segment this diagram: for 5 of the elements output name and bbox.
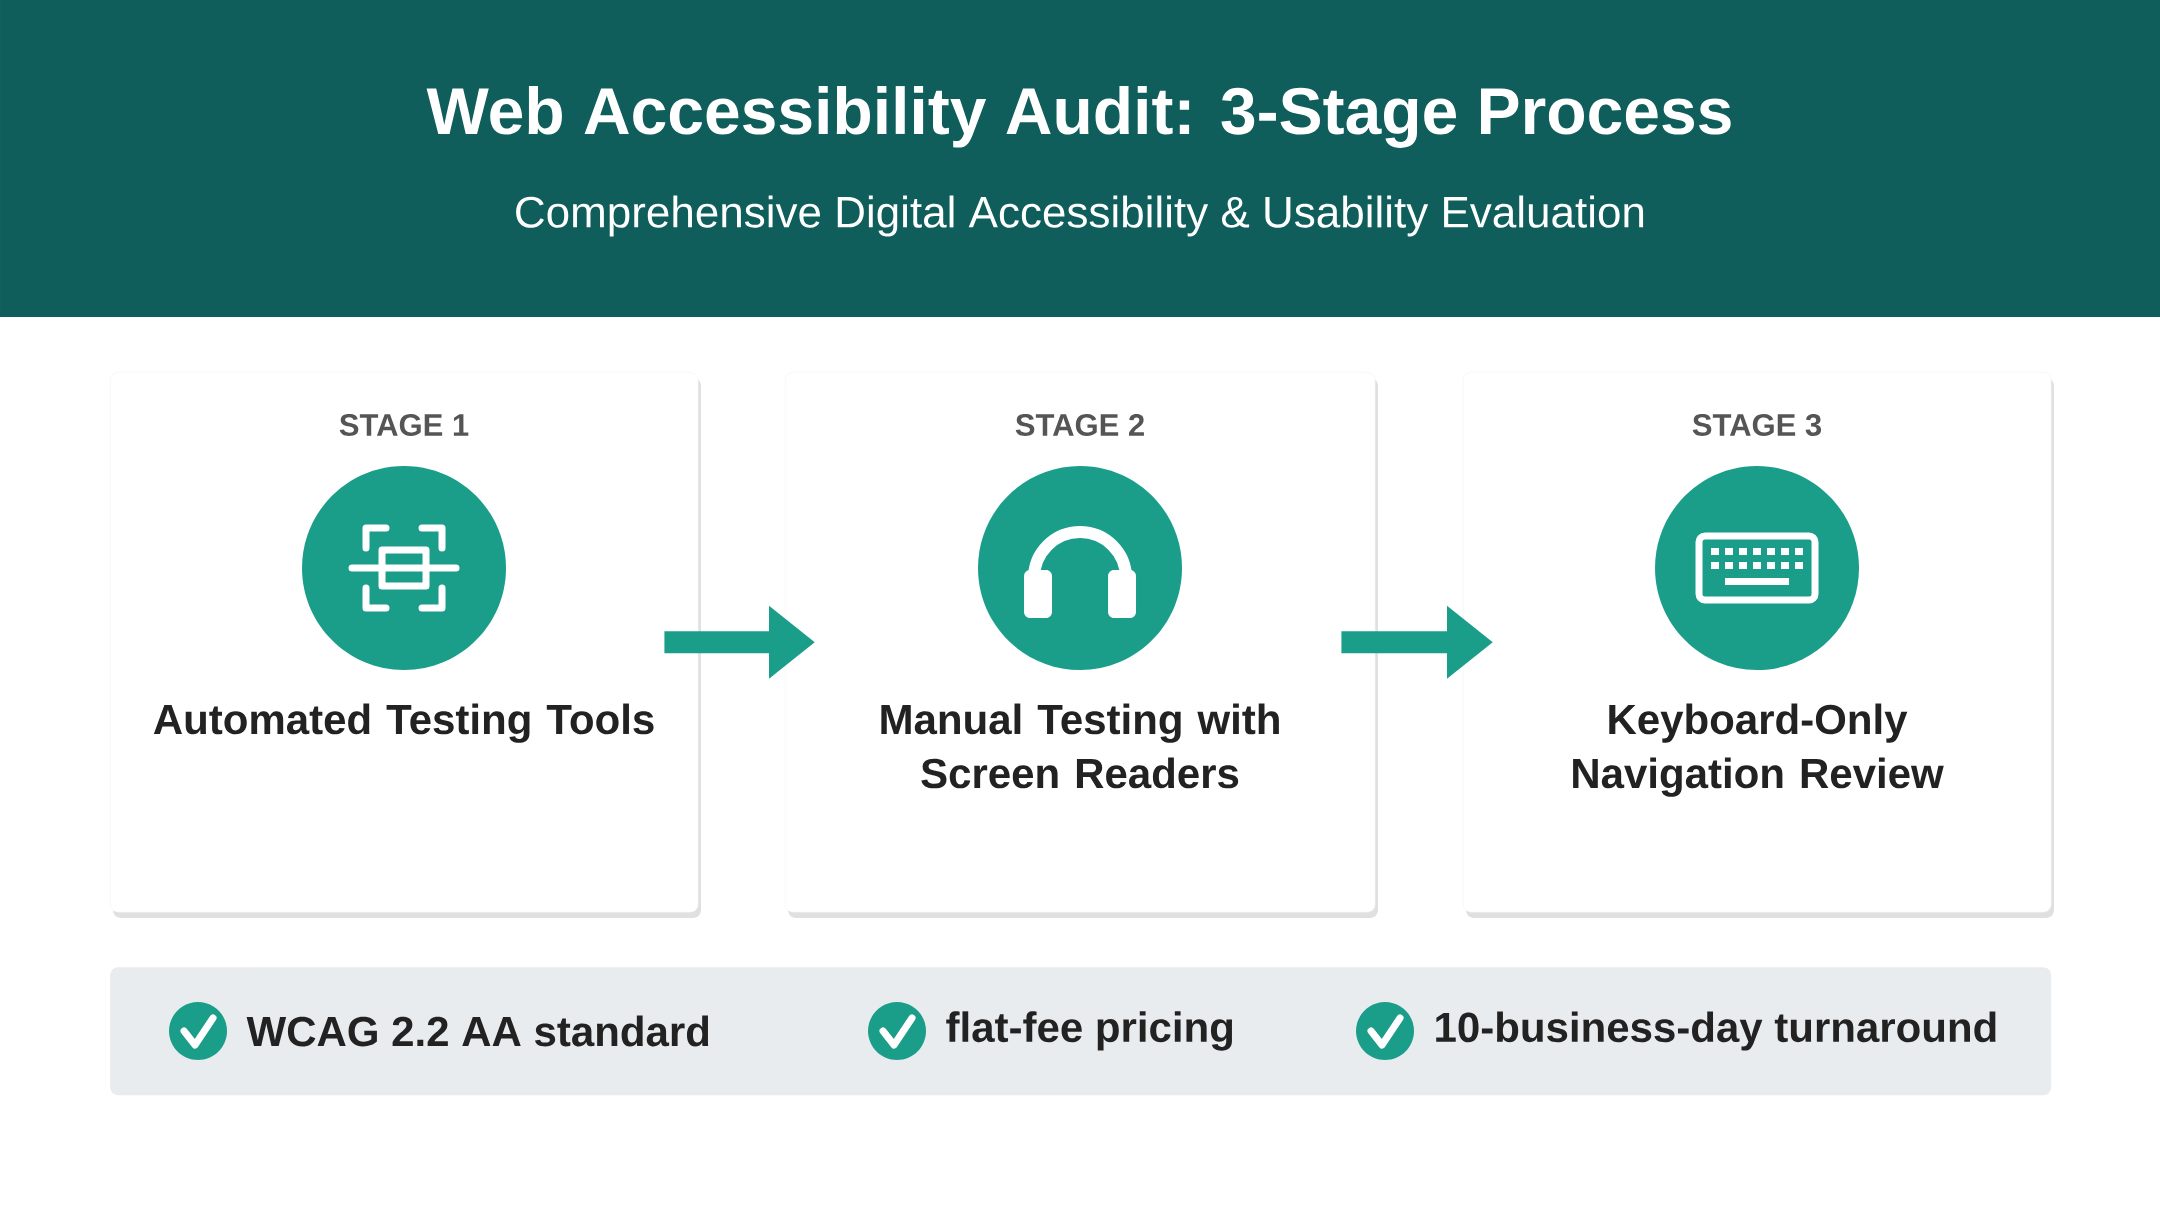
feature-text: 10-business-day turnaround bbox=[1436, 1011, 1996, 1051]
feature-text: flat-fee pricing bbox=[946, 1011, 1233, 1051]
title: Web Accessibility Audit: 3-Stage Process bbox=[426, 86, 1731, 148]
subtitle: Comprehensive Digital Accessibility & Usability Evaluation bbox=[516, 195, 1644, 237]
feature-text: WCAG 2.2 AA standard bbox=[246, 1015, 709, 1047]
